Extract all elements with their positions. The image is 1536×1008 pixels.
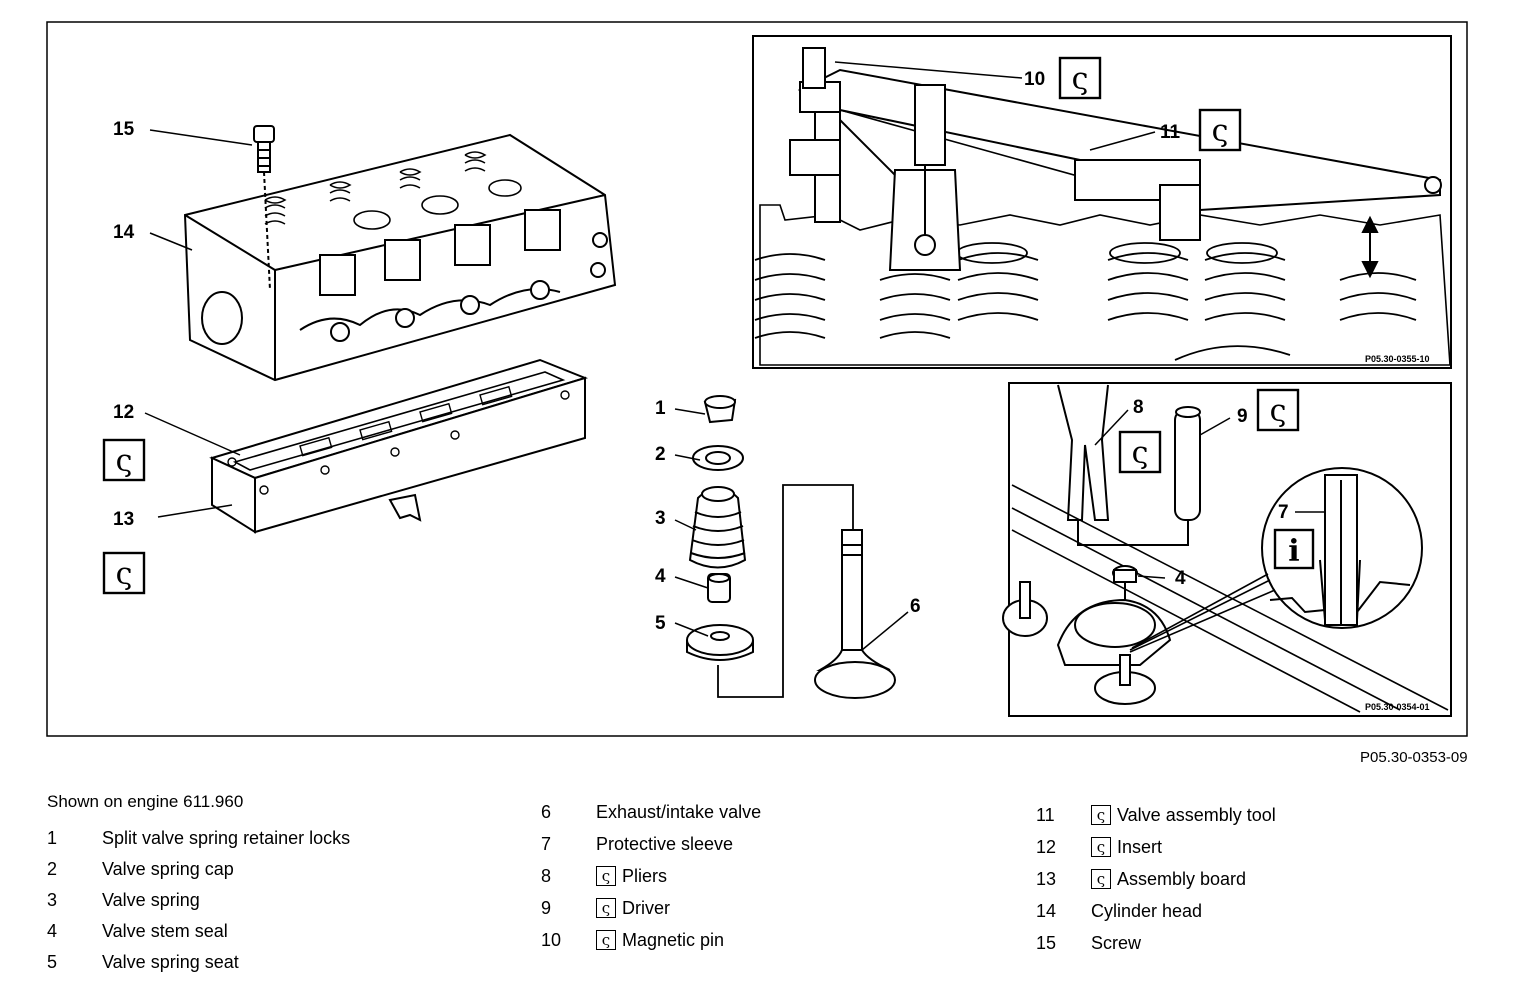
legend-text: Magnetic pin <box>622 930 725 950</box>
legend-label: Protective sleeve <box>596 832 733 856</box>
legend-number: 15 <box>1036 933 1057 953</box>
tool-icon <box>1198 108 1242 152</box>
callout-3: 3 <box>655 508 666 529</box>
leader-lines <box>144 61 1325 651</box>
legend-number: 8 <box>541 866 552 886</box>
callout-4: 4 <box>655 566 666 587</box>
caption: Shown on engine 611.960 <box>47 792 244 811</box>
assembly-board <box>209 358 589 534</box>
svg-text:i: i <box>1288 534 1299 569</box>
callout-5: 5 <box>655 613 666 634</box>
legend-number: 14 <box>1036 901 1057 921</box>
legend-text: Insert <box>1117 837 1163 857</box>
legend-text: Valve spring cap <box>102 859 234 879</box>
tool-icon: ς <box>1091 805 1111 825</box>
inset-valve-assembly-tool <box>752 35 1452 369</box>
tool-icon: ς <box>1091 837 1111 857</box>
legend-text: Pliers <box>622 866 668 886</box>
legend-label: Split valve spring retainer locks <box>102 826 350 850</box>
legend-number: 2 <box>47 859 58 879</box>
legend-label: Valve spring seat <box>102 950 239 974</box>
callout-12: 12 <box>113 402 134 423</box>
callout-2: 2 <box>655 444 666 465</box>
legend-label: Exhaust/intake valve <box>596 800 761 824</box>
figure-id: P05.30-0353-09 <box>1360 749 1468 766</box>
legend-number: 11 <box>1036 805 1055 825</box>
legend-number: 10 <box>541 930 562 950</box>
info-icon: i <box>1273 528 1315 570</box>
diagram-frame <box>46 21 1468 737</box>
callout-8: 8 <box>1133 397 1144 418</box>
callout-10: 10 <box>1024 69 1045 90</box>
legend-label: ς Driver <box>596 896 670 920</box>
callout-11: 11 <box>1160 122 1181 143</box>
tool-icon: ς <box>596 930 616 950</box>
callout-14: 14 <box>113 222 135 243</box>
legend-number: 6 <box>541 802 552 822</box>
legend-text: Exhaust/intake valve <box>596 802 762 822</box>
legend-label: ς Magnetic pin <box>596 928 724 952</box>
legend-label: ς Assembly board <box>1091 867 1246 891</box>
tool-icon <box>1118 430 1162 474</box>
tool-icon: ς <box>596 866 616 886</box>
tool-icon <box>102 438 146 482</box>
callout-9: 9 <box>1237 406 1248 427</box>
cylinder-head <box>183 133 617 382</box>
inset-valve-stem-seal <box>1002 382 1452 717</box>
legend-number: 12 <box>1036 837 1057 857</box>
valve-assembly-diagram: ς <box>46 21 1468 737</box>
valve-parts <box>686 395 896 699</box>
screw <box>253 125 275 291</box>
legend-number: 9 <box>541 898 552 918</box>
legend-text: Valve stem seal <box>102 921 228 941</box>
callout-1: 1 <box>655 398 666 419</box>
tool-icon <box>1256 388 1300 432</box>
legend-label: ς Valve assembly tool <box>1091 803 1276 827</box>
legend-number: 7 <box>541 834 552 854</box>
callout-13: 13 <box>113 509 134 530</box>
inset-top-id: P05.30-0355-10 <box>1365 354 1430 364</box>
legend-label: Screw <box>1091 931 1141 955</box>
tool-icon <box>1058 56 1102 100</box>
legend-label: ς Pliers <box>596 864 667 888</box>
callout-6: 6 <box>910 596 921 617</box>
tool-icon: ς <box>596 898 616 918</box>
callout-7: 7 <box>1278 502 1289 523</box>
legend-number: 5 <box>47 952 58 972</box>
legend-label: Valve spring <box>102 888 200 912</box>
legend-text: Driver <box>622 898 670 918</box>
inset-bottom-id: P05.30-0354-01 <box>1365 702 1430 712</box>
callout-15: 15 <box>113 119 135 140</box>
legend-text: Valve spring seat <box>102 952 239 972</box>
tool-icon <box>102 551 146 595</box>
callout-4-inset: 4 <box>1175 568 1186 589</box>
legend-label: ς Insert <box>1091 835 1162 859</box>
legend-label: Valve stem seal <box>102 919 228 943</box>
legend-text: Split valve spring retainer locks <box>102 828 351 848</box>
legend-number: 1 <box>47 828 58 848</box>
legend-number: 3 <box>47 890 58 910</box>
legend-text: Screw <box>1091 933 1142 953</box>
legend-number: 4 <box>47 921 58 941</box>
legend-label: Cylinder head <box>1091 899 1202 923</box>
legend-text: Protective sleeve <box>596 834 734 854</box>
legend-text: Valve assembly tool <box>1117 805 1276 825</box>
legend-text: Cylinder head <box>1091 901 1203 921</box>
legend-text: Valve spring <box>102 890 200 910</box>
legend-number: 13 <box>1036 869 1057 889</box>
legend-text: Assembly board <box>1117 869 1247 889</box>
tool-icon: ς <box>1091 869 1111 889</box>
legend-label: Valve spring cap <box>102 857 234 881</box>
